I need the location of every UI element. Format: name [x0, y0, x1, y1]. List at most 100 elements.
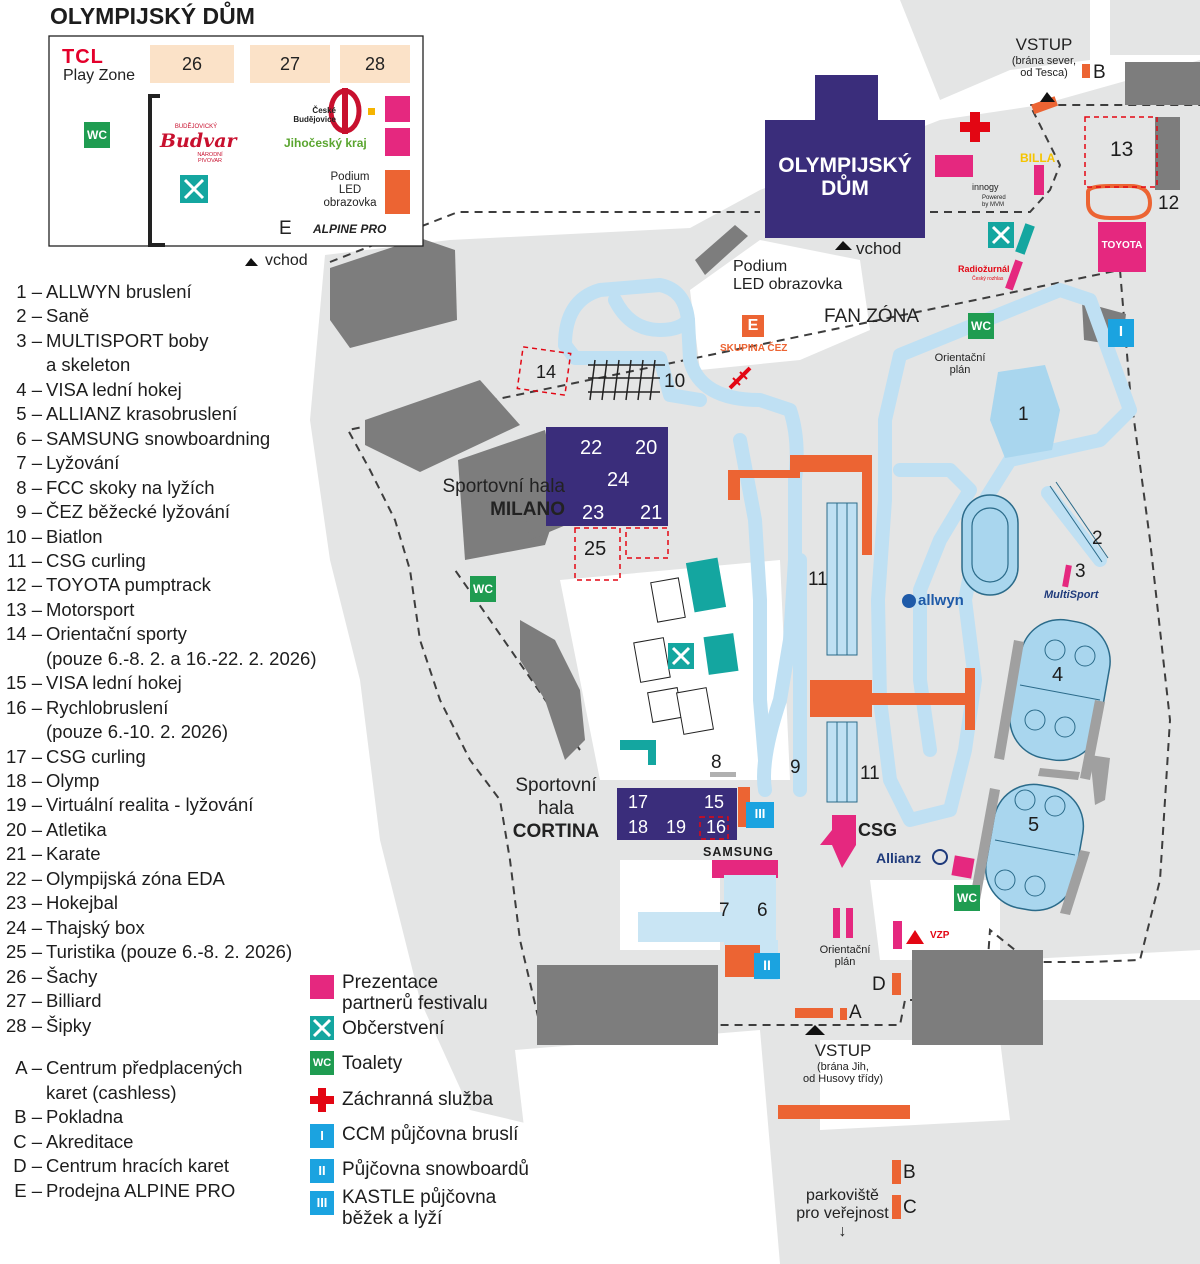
oval-inner [971, 507, 1009, 583]
inset-room-26: 26 [181, 54, 203, 74]
orient-plan-north: Orientační plán [925, 352, 995, 376]
legend-text: Atletika [46, 818, 107, 840]
navy-halls [546, 75, 925, 840]
symbol-legend-line: Záchranná služba [342, 1089, 494, 1110]
area-label-24: 24 [607, 469, 630, 491]
legend-key: 6 – [16, 427, 42, 449]
vstup-north-title: VSTUP [1015, 35, 1073, 54]
parking-line1: parkoviště [806, 1187, 879, 1204]
legend-text: Centrum předplacených [46, 1057, 243, 1078]
map-rental-iii: III [754, 806, 766, 821]
budvar-top: BUDĚJOVICKÝ [174, 124, 218, 130]
jihocesky-kraj-logo: Jihočeský kraj [284, 136, 367, 150]
area-label-18: 18 [628, 817, 649, 837]
ceske-budejovice-logo: České Budějovice [293, 106, 336, 124]
page-title: OLYMPIJSKÝ DŮM [50, 3, 255, 29]
inset-frame [48, 35, 424, 266]
legend-text: TOYOTA pumptrack [46, 574, 211, 596]
legend-rental-mark: I [320, 1128, 324, 1143]
area-label-17: 17 [628, 792, 649, 812]
symbol-legend-line: Toalety [342, 1053, 403, 1074]
legend-key: 10 – [5, 525, 42, 547]
legend-text: Olymp [46, 770, 100, 791]
inset-podium-label: Podium LED obrazovka [322, 171, 378, 210]
map-rental-i: I [1118, 323, 1124, 340]
area-label-8: 8 [711, 752, 722, 773]
legend-text: Karate [46, 843, 101, 865]
inset-podium-1: Podium [330, 171, 370, 183]
legend-key: 4 – [16, 378, 42, 400]
legend-key: 11 – [7, 549, 42, 571]
samsung-logo: SAMSUNG [703, 845, 774, 859]
legend-key: A – [15, 1057, 42, 1078]
allianz-mark-icon [932, 849, 948, 865]
rental-i-icon [310, 1124, 334, 1148]
symbol-legend-wc: Toalety [342, 1053, 402, 1074]
legend-key: 3 – [16, 329, 42, 351]
area-label-6: 6 [757, 900, 768, 921]
vzp-mark-icon [906, 930, 924, 944]
area-label-14: 14 [536, 362, 557, 382]
legend-rental-mark: III [316, 1195, 328, 1210]
symbol-legend-line: běžek a lyží [342, 1208, 443, 1229]
tcl-play-zone: Play Zone [63, 67, 136, 84]
area-label-3: 3 [1075, 561, 1086, 582]
vstup-south-sub2: od Husovy třídy) [802, 1073, 884, 1085]
innogy-logo: innogy [972, 182, 999, 192]
legend-text: SAMSUNG snowboardning [46, 427, 271, 449]
ice-rink-1 [990, 365, 1060, 458]
legend-key: 19 – [5, 794, 42, 816]
area-label-15: 15 [704, 792, 725, 812]
orient-plan-south-2: plán [834, 956, 856, 968]
legend-key: 22 – [5, 867, 42, 889]
letter-label-B: B [1093, 62, 1106, 83]
legend-key: 9 – [16, 501, 42, 523]
inset-vchod: vchod [265, 252, 308, 269]
inset-room-28: 28 [364, 54, 386, 74]
cortina-line1: Sportovní [515, 775, 597, 796]
legend-key: 21 – [5, 843, 42, 865]
orient-plan-south-1: Orientační [819, 944, 871, 956]
cez-beam [728, 366, 752, 390]
inset-room-27: 27 [279, 54, 301, 74]
legend-key: 23 – [5, 892, 42, 914]
legend-text: ALLIANZ krasobruslení [46, 403, 238, 425]
legend-key: 26 – [5, 965, 42, 987]
legend-text: Olympijská zóna EDA [46, 867, 225, 889]
legend-key: 28 – [5, 1014, 42, 1036]
vstup-south: VSTUP (brána Jih, od Husovy třídy) [790, 1041, 896, 1085]
symbol-legend-rental-ii: Půjčovna snowboardů [342, 1159, 529, 1180]
area-label-9: 9 [790, 757, 801, 778]
legend-text: Billiard [46, 990, 102, 1012]
tcl-logo: TCL [62, 46, 104, 68]
legend-text: ČEZ běžecké lyžování [46, 501, 231, 523]
legend-text: (pouze 6.-10. 2. 2026) [46, 721, 229, 743]
area-label-10: 10 [664, 371, 686, 392]
area-label-4: 4 [1052, 664, 1064, 686]
area-label-13: 13 [1110, 138, 1134, 161]
olympic-house-line2: DŮM [821, 177, 869, 200]
orient-plan-north-1: Orientační [934, 352, 986, 364]
legend-text: MULTISPORT boby [46, 329, 209, 351]
ice-paths [558, 278, 1137, 827]
legend-key: 2 – [16, 305, 42, 327]
legend-symbols [310, 975, 334, 1215]
symbol-legend-food: Občerstvení [342, 1018, 444, 1039]
innogy-sub1: Powered [982, 195, 1006, 201]
vzp-logo: VZP [930, 930, 950, 941]
legend-key: 8 – [16, 476, 42, 498]
area-label-7: 7 [719, 900, 730, 921]
buildings [330, 62, 1200, 1045]
legend-text: Akreditace [46, 1130, 134, 1152]
orient-plan-north-2: plán [949, 364, 971, 376]
rental-ii-icon [310, 1159, 334, 1183]
dashed-zones [516, 116, 1158, 840]
rink-stands [970, 640, 1110, 915]
symbol-legend-line: CCM půjčovna bruslí [342, 1124, 519, 1145]
legend-rental-mark: II [318, 1163, 326, 1178]
partner-square-icon [310, 975, 334, 999]
milano-line1: Sportovní hala [442, 476, 565, 497]
allianz-logo: Allianz [876, 850, 922, 866]
parking-line2: pro veřejnost [796, 1205, 889, 1222]
